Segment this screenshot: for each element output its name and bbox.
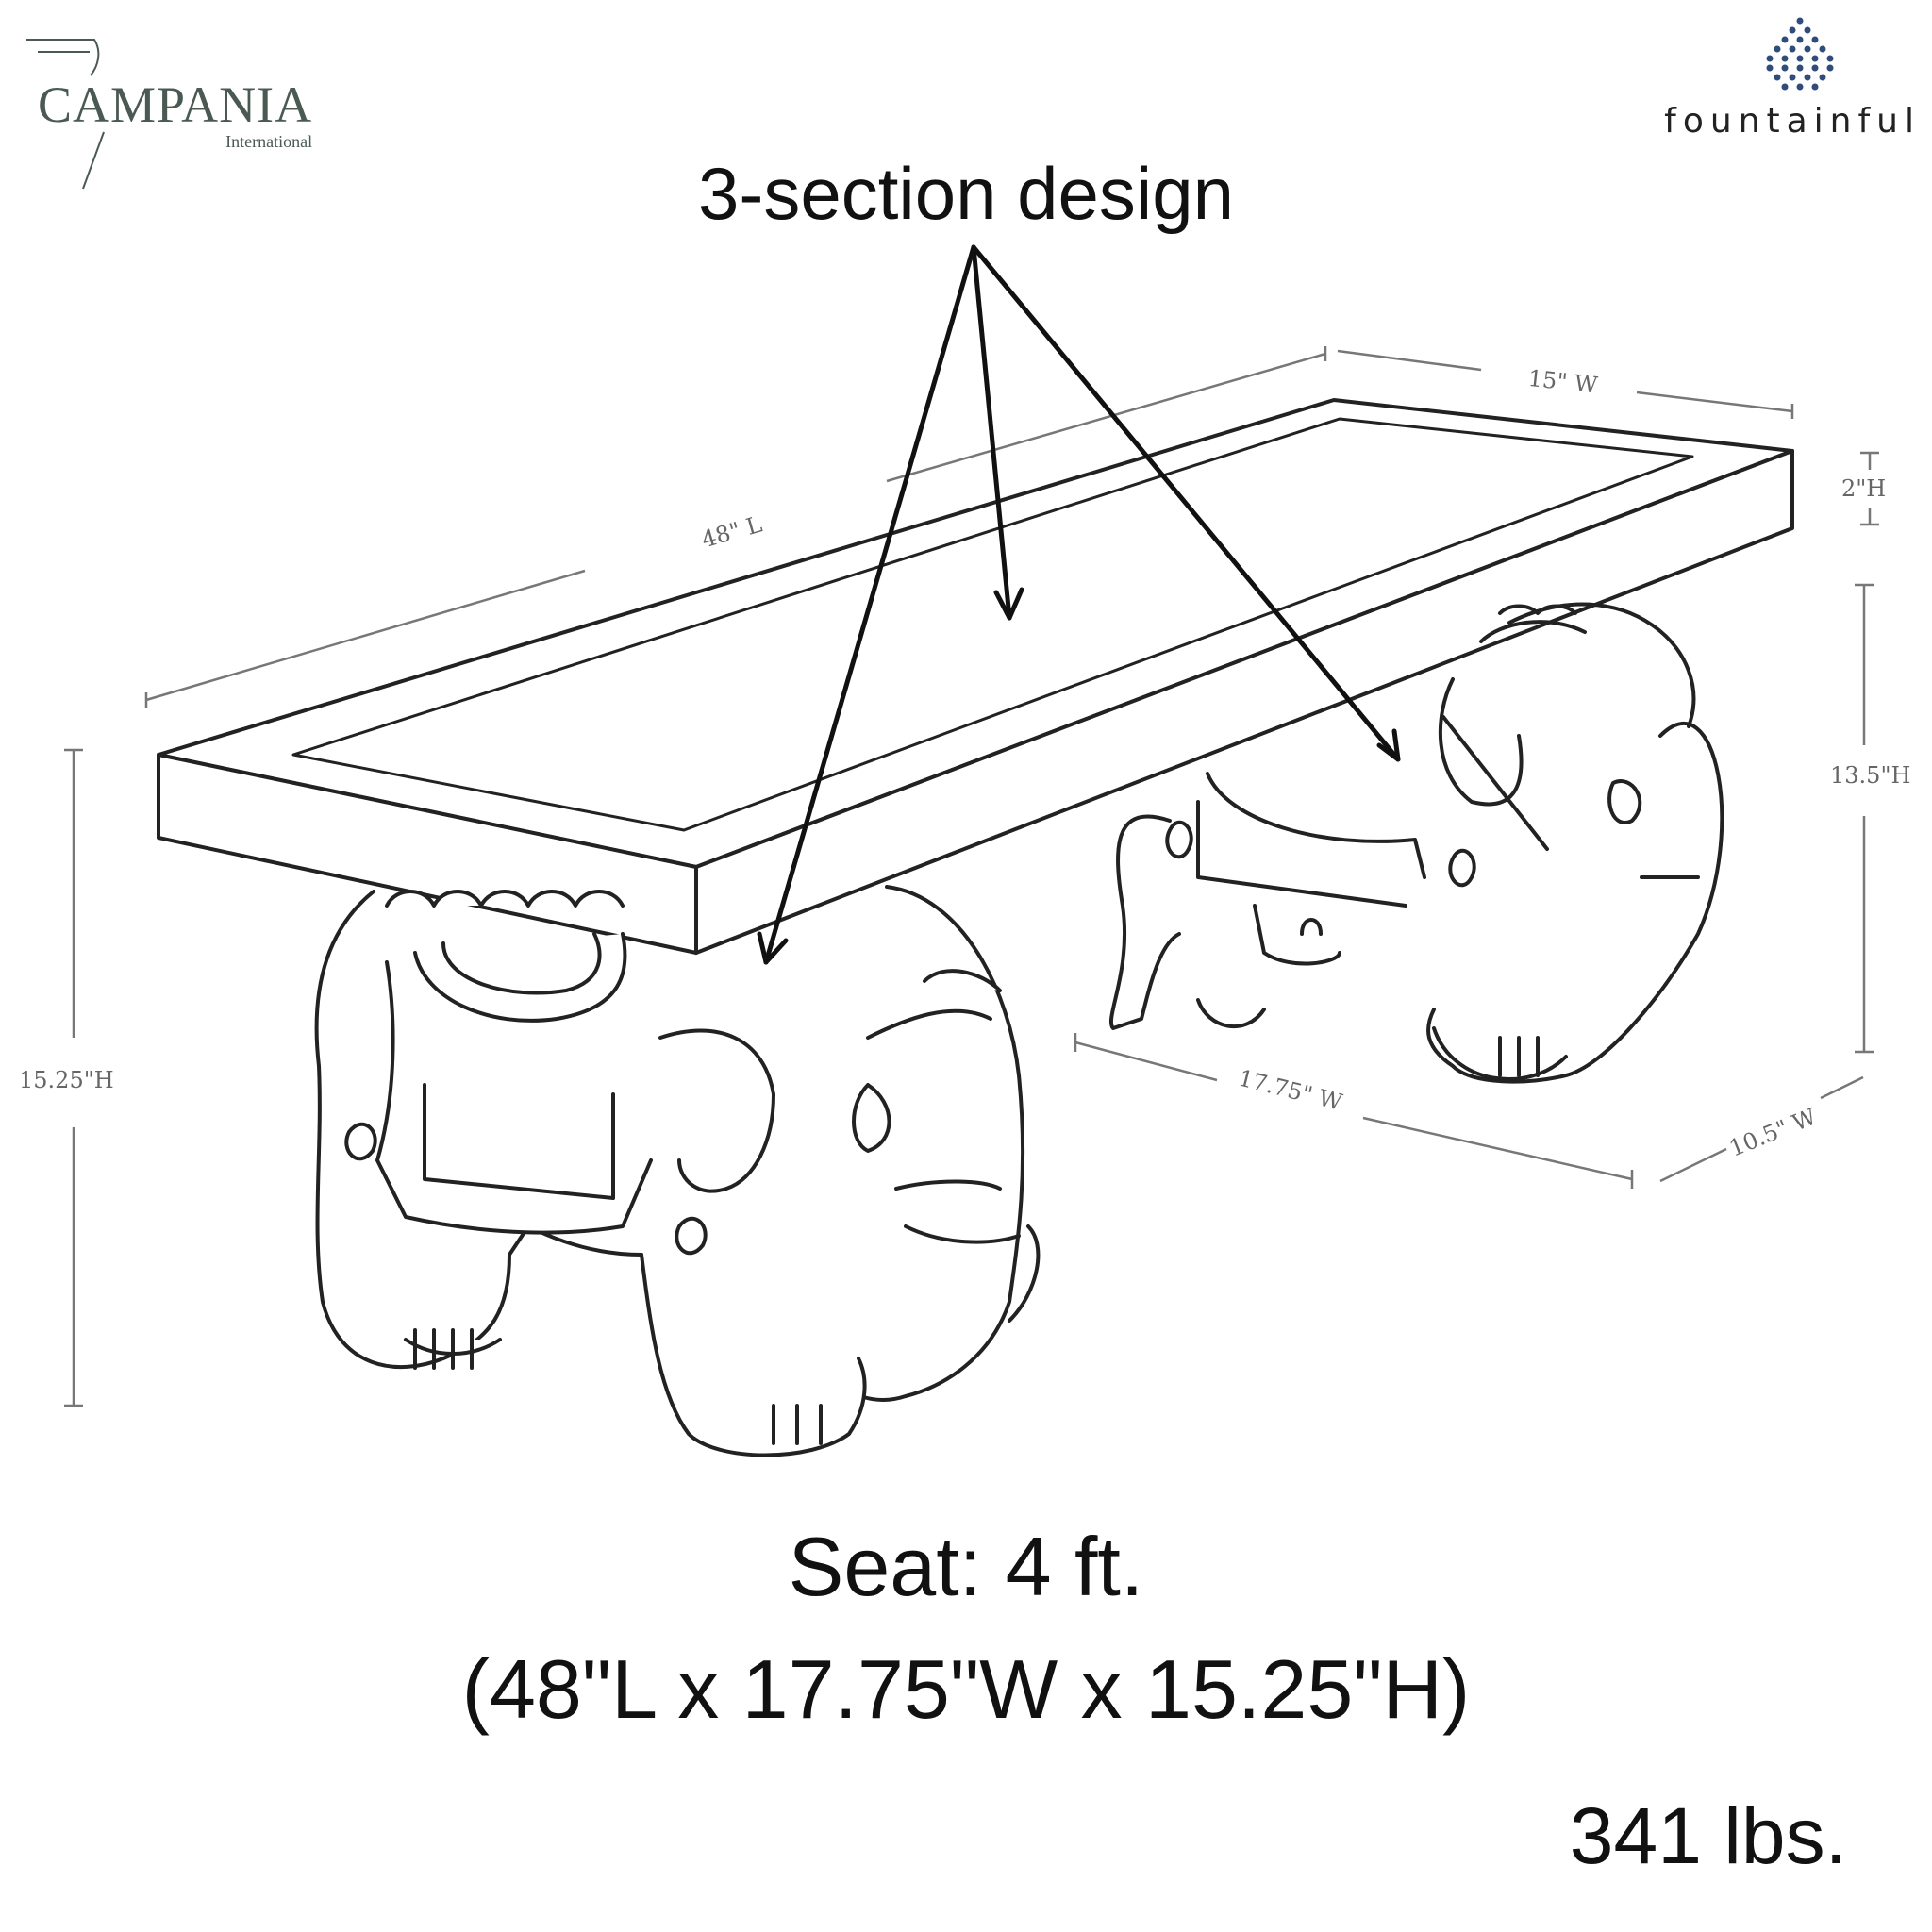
fountainful-logo-mark <box>1766 17 1834 91</box>
campania-logo: CAMPANIA International <box>38 79 312 152</box>
overall-width-label: 17.75" W <box>1236 1065 1345 1116</box>
campania-logo-mark <box>26 39 105 190</box>
callout-arrows <box>757 244 1401 965</box>
arrow-head-left <box>757 931 789 965</box>
rear-elephant-base <box>1108 602 1724 1084</box>
front-elephant-base <box>314 885 1041 1457</box>
length-label: 48" L <box>699 511 765 554</box>
callout-title: 3-section design <box>697 152 1234 235</box>
campania-name: CAMPANIA <box>38 76 313 133</box>
fountainful-logo: fountainful <box>1664 102 1921 141</box>
arrow-head-center <box>993 587 1024 621</box>
base-height-label: 13.5"H <box>1830 762 1910 789</box>
bench-seat <box>157 398 1794 955</box>
total-height-label: 15.25"H <box>19 1067 114 1093</box>
base-width-label: 10.5" W <box>1725 1103 1821 1161</box>
weight: 341 lbs. <box>1569 1791 1847 1880</box>
top-width-label: 15" W <box>1526 365 1599 399</box>
overall-dimensions: (48"L x 17.75"W x 15.25"H) <box>461 1642 1471 1736</box>
campania-sub: International <box>225 132 313 151</box>
slab-height-label: 2"H <box>1841 475 1886 502</box>
arrow-head-right <box>1376 728 1401 762</box>
seat-length: Seat: 4 ft. <box>788 1520 1144 1613</box>
dimension-lines <box>64 346 1879 1407</box>
